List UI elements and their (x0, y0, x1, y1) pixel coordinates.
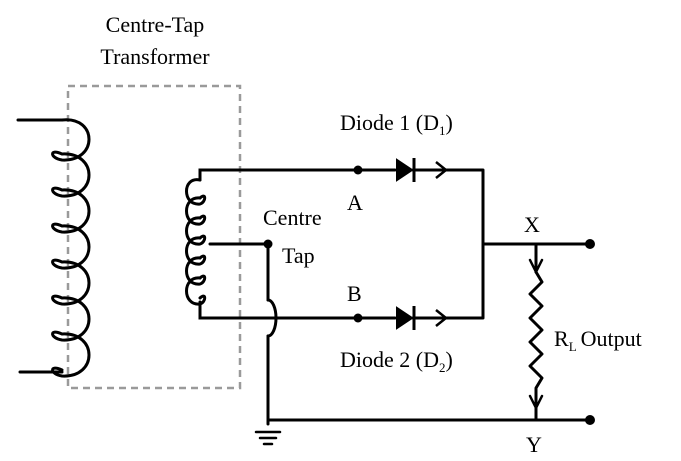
centre-tap-label-line-2: Tap (282, 243, 315, 268)
terminal-y-dot (585, 415, 595, 425)
centre-tap-label-line-1: Centre (263, 205, 322, 230)
title-line-2: Transformer (100, 44, 210, 69)
node-a-label: A (347, 190, 363, 215)
primary-winding (16, 118, 91, 378)
transformer-coil-icon (51, 118, 91, 378)
diode-2-label: Diode 2 (D2) (340, 347, 453, 375)
resistor-icon (528, 242, 544, 422)
ground-icon (254, 430, 282, 446)
terminal-y-label: Y (526, 432, 542, 457)
terminal-x-label: X (524, 212, 540, 237)
transformer-box (66, 84, 242, 390)
diode-icon (396, 158, 449, 182)
transformer-coil-icon (185, 178, 207, 306)
node-b-label: B (347, 281, 362, 306)
title-line-1: Centre-Tap (106, 12, 205, 37)
terminal-x-dot (585, 239, 595, 249)
secondary-winding (185, 168, 242, 320)
node-a-dot (353, 165, 363, 175)
diode-1-label: Diode 1 (D1) (340, 110, 453, 138)
centre-tap-dot (263, 239, 273, 249)
node-b-dot (353, 313, 363, 323)
junction-dots (263, 165, 595, 425)
diode-icon (396, 306, 449, 330)
